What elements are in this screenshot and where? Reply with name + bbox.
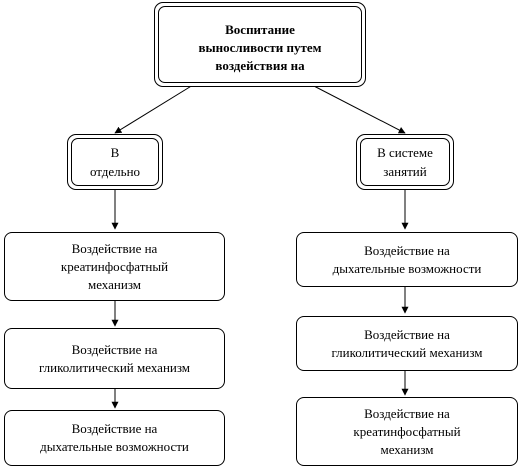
branch-node-separately: В отдельно	[67, 134, 163, 190]
arrow-root-to-left	[114, 84, 194, 134]
root-node: Воспитание выносливости путем воздействи…	[154, 2, 366, 87]
right-child-creatine-phosphate: Воздействие на креатинфосфатный механизм	[296, 397, 518, 466]
branch-node-separately-inner: В отдельно	[71, 138, 159, 186]
root-node-inner: Воспитание выносливости путем воздействи…	[158, 6, 362, 83]
left-child-respiratory: Воздействие на дыхательные возможности	[4, 410, 225, 466]
root-node-label: Воспитание выносливости путем воздействи…	[198, 21, 322, 73]
left-child-glycolytic: Воздействие на гликолитический механизм	[4, 328, 225, 389]
arrow-root-to-right	[311, 84, 406, 134]
branch-label-separately: В отдельно	[89, 145, 141, 179]
right-child-glycolytic: Воздействие на гликолитический механизм	[296, 316, 518, 371]
left-child-creatine-phosphate: Воздействие на креатинфосфатный механизм	[4, 232, 225, 301]
branch-node-system: В системе занятий	[356, 134, 454, 190]
right-child-respiratory: Воздействие на дыхательные возможности	[296, 232, 518, 287]
branch-label-system: В системе занятий	[377, 145, 433, 179]
branch-node-system-inner: В системе занятий	[360, 138, 450, 186]
